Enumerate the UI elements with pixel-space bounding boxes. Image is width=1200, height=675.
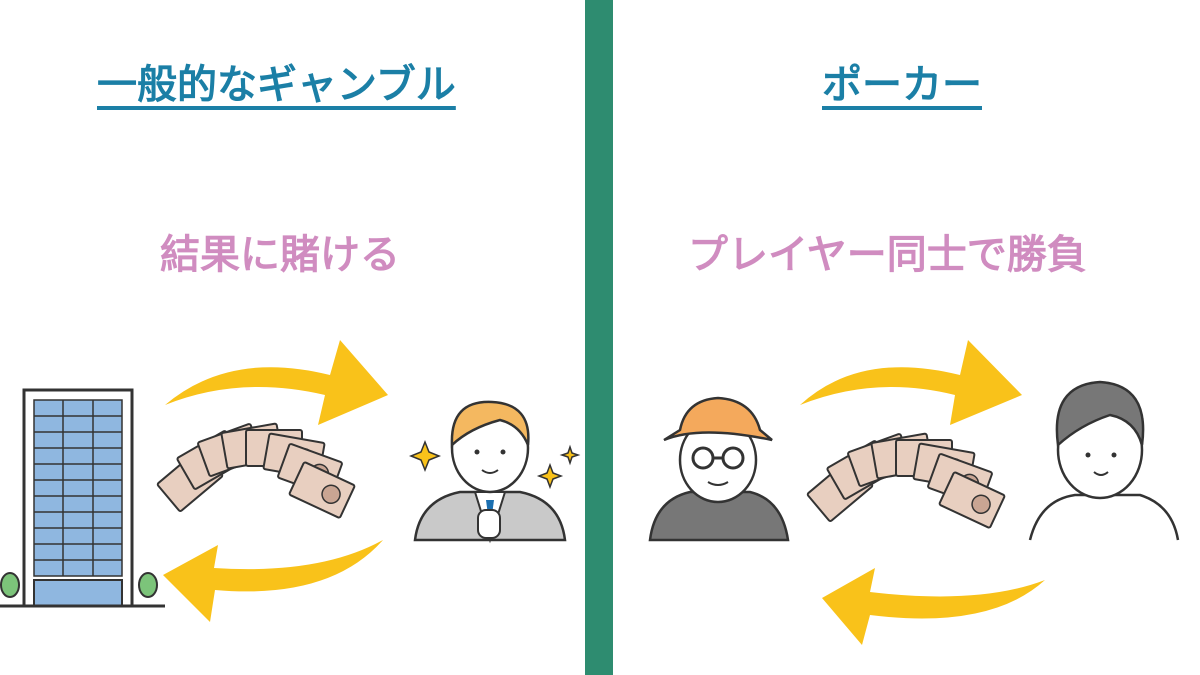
player-casual-icon — [1028, 380, 1180, 541]
center-divider — [585, 0, 613, 675]
arrow-left-icon — [822, 568, 1045, 645]
right-subtitle: プレイヤー同士で勝負 — [688, 232, 1087, 278]
right-title: ポーカー — [822, 62, 982, 108]
money-icon — [157, 423, 355, 518]
left-title: 一般的なギャンブル — [97, 62, 456, 108]
arrow-left-icon — [163, 540, 383, 622]
money-icon — [807, 433, 1005, 528]
arrow-right-icon — [165, 340, 388, 425]
player-hat-icon — [648, 396, 790, 542]
building-icon — [0, 388, 165, 608]
left-subtitle: 結果に賭ける — [160, 232, 400, 278]
arrow-right-icon — [800, 340, 1022, 425]
businessman-icon — [408, 400, 581, 544]
